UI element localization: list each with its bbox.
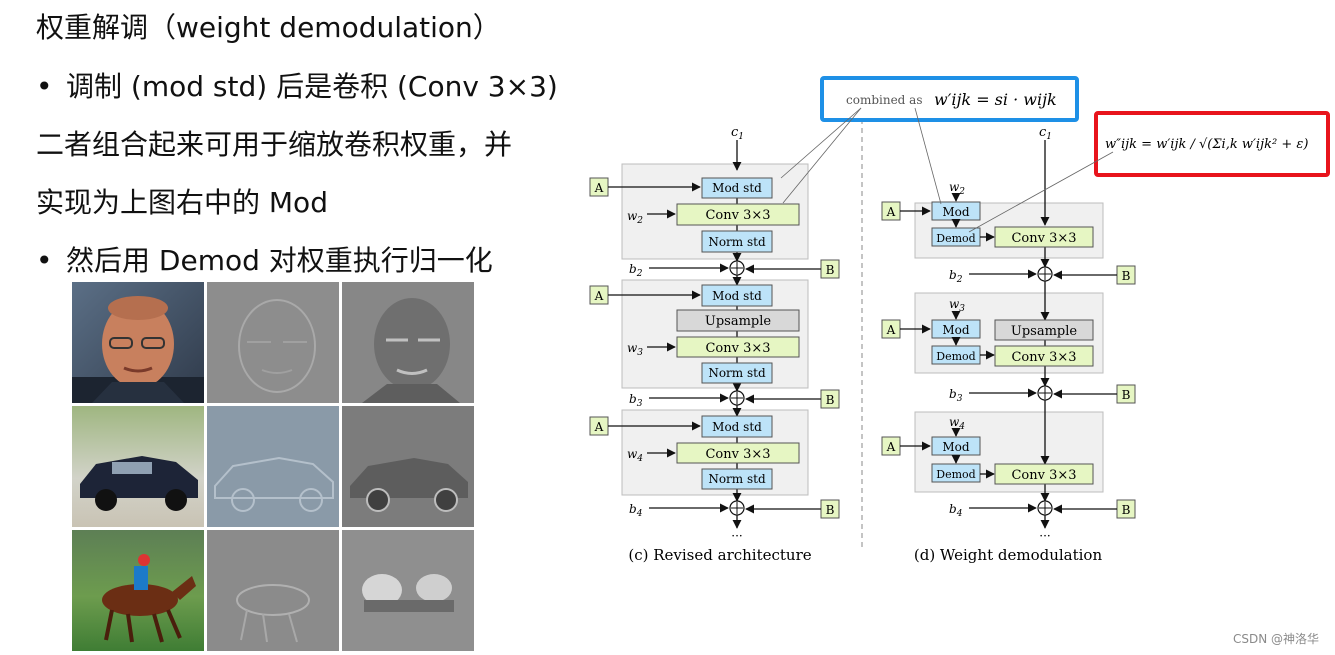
mod-label: Mod [942,323,970,337]
ellipsis: ··· [731,529,742,543]
b-label: B [1122,269,1131,283]
conv-label: Conv 3×3 [1011,350,1076,365]
mod-std-block [701,284,773,307]
norm-std-block [701,362,773,384]
w4-label: w4 [627,447,643,464]
norm-std-label: Norm std [708,472,766,486]
slide-title: 权重解调（weight demodulation） [36,11,501,44]
a-label: A [594,420,604,434]
mod-label: Mod [942,440,970,454]
w4-label: w4 [949,415,965,432]
mod-std-label: Mod std [712,289,762,303]
b-label: B [1122,503,1131,517]
w3-label: w3 [627,341,643,358]
demodulation-callout: w″ijk = w′ijk / √(Σi,k w′ijk² + ε) [968,111,1330,233]
a-label: A [886,440,896,454]
revised-architecture: c1 Mod std Conv 3×3 Norm std A w2 b2 B M… [589,125,840,564]
demod-block [931,463,981,483]
b4-label: b4 [629,502,643,519]
conv-label: Conv 3×3 [705,208,770,223]
mod-std-block [701,177,773,199]
conv-block [676,442,800,464]
modulation-formula: w′ijk = si · wijk [934,90,1057,109]
mod-std-label: Mod std [712,420,762,434]
conv-block [676,203,800,226]
b-label: B [826,393,835,407]
racehorse-photo [72,530,204,651]
w2-label: w2 [949,180,965,197]
norm-std-block [701,468,773,490]
norm-std-label: Norm std [708,366,766,380]
c1-label: c1 [731,125,744,142]
w3-label: w3 [949,297,965,314]
conv-label: Conv 3×3 [1011,231,1076,246]
bullet-text: 调制 (mod std) 后是卷积 (Conv 3×3) [66,70,558,103]
w2-label: w2 [627,209,643,226]
red-callout-box [1094,111,1330,177]
conv-label: Conv 3×3 [705,341,770,356]
demodulation-formula: w″ijk = w′ijk / √(Σi,k w′ijk² + ε) [1105,137,1308,152]
blue-callout-box [820,76,1079,122]
upsample-block [676,309,800,332]
car-photo [72,406,204,527]
bullet-list: • 调制 (mod std) 后是卷积 (Conv 3×3) 二者组合起来可用于缩… [36,58,581,278]
ellipsis: ··· [1039,529,1050,543]
mod-std-label: Mod std [712,181,762,195]
a-label: A [594,181,604,195]
weight-demodulation: c1 w2 Mod Demod Conv 3×3 A b2 B w3 [881,125,1136,564]
upsample-label: Upsample [1011,324,1078,339]
callout-lead-text: combined as [846,93,922,107]
car-feature-map-fine [207,406,339,527]
a-label: A [886,323,896,337]
a-label: A [594,289,604,303]
b2-label: b2 [949,268,963,285]
conv-label: Conv 3×3 [1011,468,1076,483]
left-caption: (c) Revised architecture [628,546,811,564]
c1-label: c1 [1039,125,1052,142]
b2-label: b2 [629,262,643,279]
mod-std-block [701,415,773,438]
portrait-photo [72,282,204,403]
norm-std-block [701,230,773,253]
a-label: A [886,205,896,219]
b-label: B [826,263,835,277]
bullet-item: • 调制 (mod std) 后是卷积 (Conv 3×3) [36,58,581,116]
bullet-marker: • [36,70,53,103]
conv-label: Conv 3×3 [705,447,770,462]
bullet-item: • 然后用 Demod 对权重执行归一化 [36,232,581,278]
b-label: B [1122,388,1131,402]
bullet-continuation: 实现为上图右中的 Mod [36,186,328,219]
combined-weights-callout: combined as w′ijk = si · wijk [780,76,1079,205]
bullet-marker: • [36,244,53,277]
conv-block [994,463,1094,485]
racehorse-feature-map-coarse [342,530,474,651]
norm-std-label: Norm std [708,235,766,249]
feature-image-grid [72,282,475,652]
b3-label: b3 [629,392,643,409]
watermark: CSDN @神洛华 [1232,632,1319,646]
conv-block [994,345,1094,367]
b-label: B [826,503,835,517]
portrait-feature-map-fine [207,282,339,403]
conv-block [994,226,1094,248]
racehorse-feature-map-fine [207,530,339,651]
demod-label: Demod [936,468,975,481]
b3-label: b3 [949,387,963,404]
architecture-diagram: c1 Mod std Conv 3×3 Norm std A w2 b2 B M… [589,76,1330,564]
car-feature-map-coarse [342,406,474,527]
demod-label: Demod [936,232,975,245]
portrait-feature-map-coarse [342,282,474,403]
mod-label: Mod [942,205,970,219]
demod-label: Demod [936,350,975,363]
upsample-label: Upsample [705,314,772,329]
b4-label: b4 [949,502,963,519]
conv-block [676,336,800,358]
upsample-block [994,319,1094,341]
bullet-text: 然后用 Demod 对权重执行归一化 [66,244,493,277]
bullet-continuation: 二者组合起来可用于缩放卷积权重，并 [36,128,513,161]
right-caption: (d) Weight demodulation [914,546,1103,564]
